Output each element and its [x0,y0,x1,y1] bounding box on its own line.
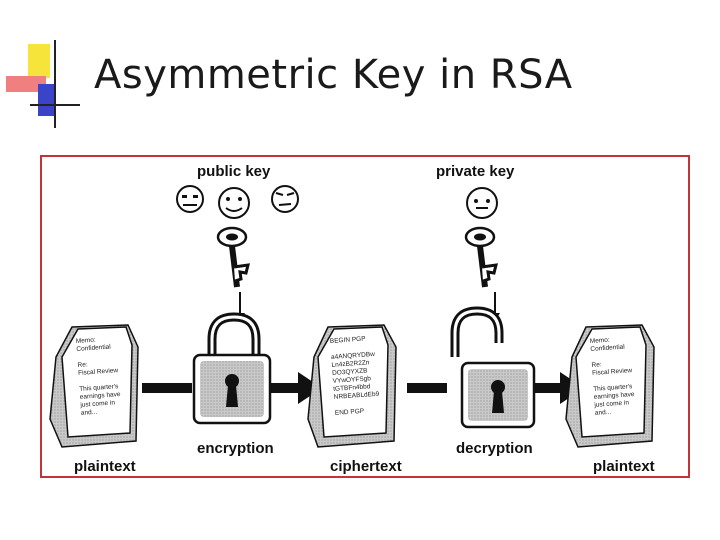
ciphertext-line-8: NRBEABLdEb9 [334,391,380,401]
public-key-label: public key [197,163,271,180]
plaintext-left-line-1: Memo: [76,337,96,345]
person-icon-3 [271,185,299,213]
plaintext-left-line-8: earnings have [80,391,122,401]
logo-blue-block [38,84,54,116]
plaintext-document-right [565,324,655,448]
closed-lock-icon [192,312,272,425]
rsa-diagram: Memo: Confidential Re: Fiscal Review Thi… [40,155,690,478]
public-key-icon [216,226,250,288]
plaintext-right-line-1: Memo: [590,337,610,345]
plaintext-right-line-9: just come in [593,399,629,408]
flow-arrow-ciphertext-to-lock [407,383,447,393]
ciphertext-label: ciphertext [330,458,402,475]
person-icon-1 [176,185,204,213]
plaintext-label-right: plaintext [593,458,655,475]
logo-yellow-block [28,44,50,78]
plaintext-left-line-5: Fiscal Review [78,367,119,377]
ciphertext-line-1: BEGIN PGP [330,336,366,345]
diagram-artwork: Memo: Confidential Re: Fiscal Review Thi… [49,185,655,448]
private-key-label: private key [436,163,515,180]
plaintext-left-line-2: Confidential [76,344,111,353]
page-title: Asymmetric Key in RSA [94,52,573,98]
ciphertext-line-4: Ln4zB2R2Zn [331,359,370,369]
plaintext-right-line-4: Re: [591,361,602,369]
flow-arrow-to-ciphertext [270,372,322,404]
plaintext-right-line-5: Fiscal Review [592,367,633,377]
person-icon-private [466,187,498,219]
flow-arrow-plaintext-to-lock [142,383,192,393]
decryption-label: decryption [456,440,533,457]
plaintext-left-line-4: Re: [77,361,88,369]
plaintext-right-line-7: This quarter's [593,383,633,393]
plaintext-right-line-2: Confidential [590,344,625,353]
plaintext-right-line-8: earnings have [594,391,636,401]
slide-logo [6,40,80,128]
plaintext-left-line-7: This quarter's [79,383,119,393]
ciphertext-line-3: a4ANQRYDBw [331,351,376,361]
ciphertext-line-5: DO3QYXZB [332,367,368,376]
ciphertext-line-6: VYwOYFSgb [332,375,371,385]
ciphertext-document [307,324,397,448]
plaintext-right-line-10: and... [595,409,612,417]
person-icon-2 [218,187,250,219]
ciphertext-line-10: END PGP [335,408,365,417]
open-lock-icon [450,306,536,429]
private-key-icon [464,226,498,288]
ciphertext-line-7: tGTBFn4bbd [333,383,371,393]
plaintext-left-line-9: just come in [79,399,115,408]
plaintext-label-left: plaintext [74,458,136,475]
encryption-label: encryption [197,440,274,457]
plaintext-left-line-10: and... [81,409,98,417]
logo-red-block [6,76,46,92]
plaintext-document-left [49,324,139,448]
